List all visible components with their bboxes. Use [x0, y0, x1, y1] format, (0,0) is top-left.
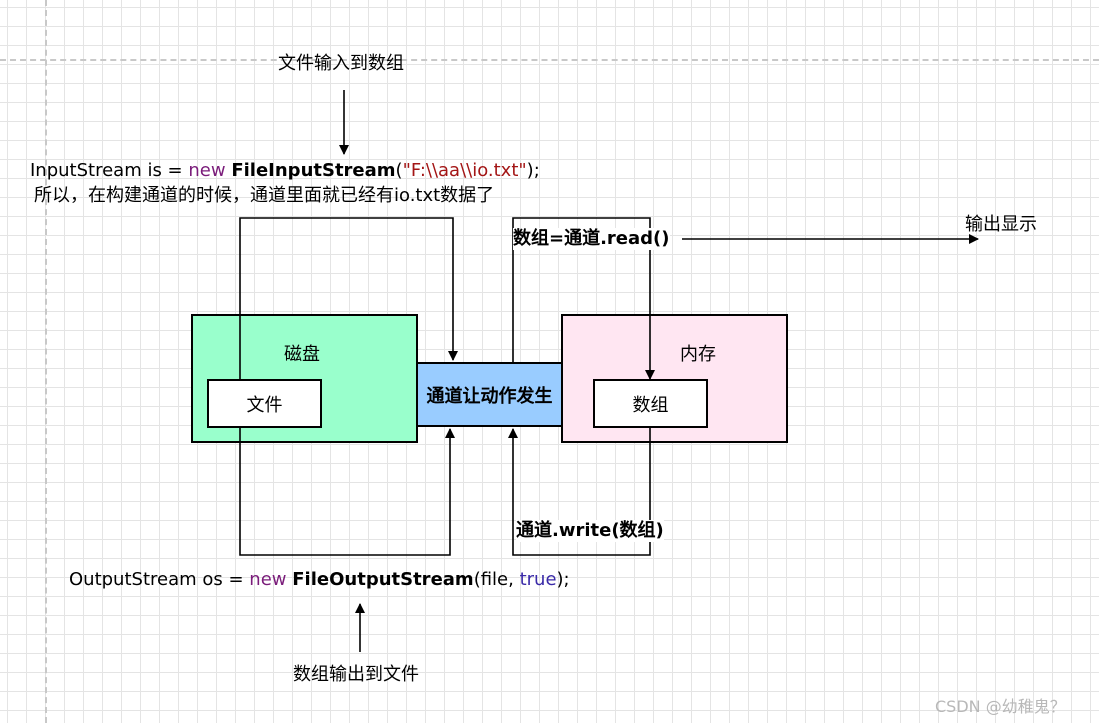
- file-box: 文件: [207, 379, 322, 428]
- channel-note: 所以，在构建通道的时候，通道里面就已经有io.txt数据了: [34, 185, 495, 206]
- watermark: CSDN @幼稚鬼？: [935, 697, 1066, 716]
- array-box: 数组: [593, 379, 708, 428]
- disk-label: 磁盘: [284, 344, 320, 365]
- array-label: 数组: [632, 394, 669, 416]
- output-stream-code: OutputStream os = new FileOutputStream(f…: [69, 569, 570, 590]
- vertical-guide-line: [45, 0, 47, 723]
- write-call-label: 通道.write(数组): [516, 520, 664, 542]
- file-to-array-caption: 文件输入到数组: [278, 53, 404, 74]
- memory-label: 内存: [680, 344, 716, 365]
- input-stream-code: InputStream is = new FileInputStream("F:…: [30, 160, 540, 181]
- array-to-file-caption: 数组输出到文件: [293, 664, 419, 685]
- read-call-label: 数组=通道.read(): [513, 228, 670, 250]
- output-display-label: 输出显示: [965, 214, 1037, 235]
- channel-box: 通道让动作发生: [416, 362, 563, 427]
- horizontal-guide-line: [0, 59, 1099, 61]
- channel-label: 通道让动作发生: [426, 385, 553, 407]
- file-label: 文件: [246, 394, 283, 416]
